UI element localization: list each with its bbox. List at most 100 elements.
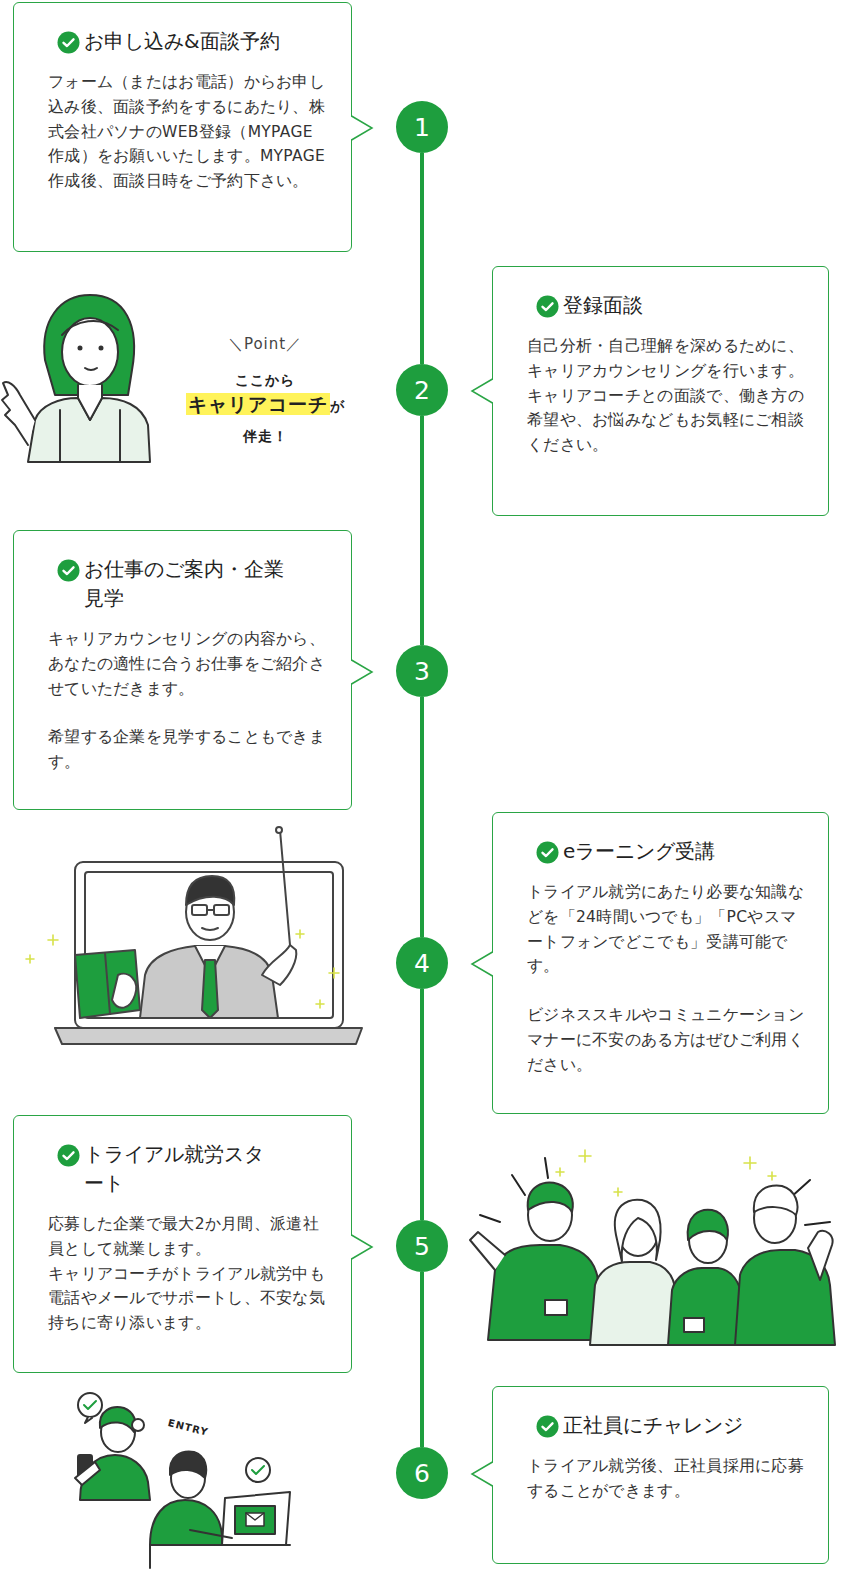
career-coach-figure <box>2 295 150 462</box>
check-icon-circle <box>537 296 559 318</box>
entry-figure <box>75 1393 290 1568</box>
illustration-stroke <box>150 1500 222 1545</box>
illustration-stroke <box>252 1466 264 1474</box>
illustration-stroke <box>112 974 136 1008</box>
bubble-tail-line <box>352 116 373 140</box>
step-heading: お申し込み&面談予約 <box>48 27 329 56</box>
illustration-stroke <box>55 1028 362 1044</box>
step-description: キャリアコーチがトライアル就労中も電話やメールでサポートし、不安な気持ちに寄り添… <box>48 1262 329 1336</box>
entry-label: ENTRY <box>167 1417 210 1438</box>
check-icon <box>57 559 80 582</box>
illustration-stroke <box>132 1419 144 1431</box>
check-icon-circle <box>537 842 559 864</box>
illustration-stroke <box>26 955 34 963</box>
illustration-stroke <box>85 1417 92 1423</box>
illustration-stroke <box>688 1210 728 1240</box>
illustration-stroke <box>246 1513 264 1526</box>
illustration-stroke <box>556 1150 776 1196</box>
check-icon <box>57 31 80 54</box>
check-icon-mark <box>543 303 553 310</box>
callout-label: ここから <box>235 372 295 388</box>
point-callout-line: キャリアコーチが <box>145 392 385 418</box>
illustration-stroke <box>192 905 207 915</box>
illustration-stroke <box>684 1318 704 1332</box>
check-icon-mark <box>64 39 74 46</box>
illustration-stroke <box>100 1407 136 1432</box>
step-box: 登録面談自己分析・自己理解を深めるために、キャリアカウンセリングを行います。キャ… <box>492 266 829 516</box>
check-icon <box>536 295 559 318</box>
step-description: フォーム（またはお電話）からお申し込み後、面談予約をするにあたり、株式会社パソナ… <box>48 70 329 194</box>
timeline-line <box>420 1272 424 1447</box>
bubble-tail-fill <box>350 1235 372 1259</box>
callout-label: 伴走！ <box>243 428 288 444</box>
illustration-stroke <box>84 1401 96 1409</box>
illustration-stroke <box>140 946 278 1018</box>
illustration-stroke <box>28 398 150 462</box>
step-description: 自己分析・自己理解を深めるために、キャリアカウンセリングを行います。 <box>527 334 806 384</box>
illustration-stroke <box>62 321 118 335</box>
callout-label: が <box>330 398 345 414</box>
bubble-tail <box>470 951 494 977</box>
step-number: 6 <box>414 1461 430 1486</box>
entry-label-line: ENTRY <box>166 1411 211 1439</box>
illustration-stroke <box>235 1506 275 1534</box>
step-number-circle: 5 <box>396 1220 448 1272</box>
illustration-stroke <box>150 1545 290 1568</box>
illustration-stroke <box>85 368 97 370</box>
illustration-stroke <box>48 935 58 945</box>
check-icon-mark <box>543 849 553 856</box>
step-heading: トライアル就労スタート <box>48 1140 274 1198</box>
step-description: 応募した企業で最大2か月間、派遣社員として就業します。 <box>48 1212 329 1262</box>
illustration-stroke <box>214 905 229 915</box>
illustration-stroke <box>296 930 304 938</box>
step-description: キャリアカウンセリングの内容から、あなたの適性に合うお仕事をご紹介させていただき… <box>48 627 329 701</box>
check-icon-mark <box>64 1152 74 1159</box>
step-number: 5 <box>414 1234 430 1259</box>
step-number: 1 <box>414 115 430 140</box>
illustration-stroke <box>528 1183 573 1212</box>
check-icon-circle <box>58 32 80 54</box>
step-heading: 正社員にチャレンジ <box>527 1411 806 1440</box>
step-description: 希望する企業を見学することもできます。 <box>48 725 329 775</box>
illustration-stroke <box>276 827 282 833</box>
check-icon-mark <box>543 1423 553 1430</box>
illustration-stroke <box>78 398 102 420</box>
step-number-circle: 6 <box>396 1447 448 1499</box>
bubble-tail <box>350 1234 374 1260</box>
step-box: eラーニング受講トライアル就労にあたり必要な知識などを「24時間いつでも」「PC… <box>492 812 829 1114</box>
illustration-stroke <box>488 1245 600 1340</box>
bubble-tail-fill <box>472 1462 494 1486</box>
timeline-line <box>420 416 424 645</box>
callout-label: ＼Point／ <box>228 335 302 353</box>
point-callout-line: ＼Point／ <box>165 334 365 354</box>
check-icon-circle <box>537 1416 559 1438</box>
bubble-tail-fill <box>472 952 494 976</box>
check-icon <box>536 841 559 864</box>
group-figure <box>470 1150 835 1345</box>
step-heading: eラーニング受講 <box>527 837 806 866</box>
illustration-stroke <box>329 968 339 978</box>
illustration-stroke <box>202 928 218 930</box>
step-box: 正社員にチャレンジトライアル就労後、正社員採用に応募することができます。 <box>492 1386 829 1564</box>
illustration-stroke <box>75 862 343 1028</box>
illustration-stroke <box>100 347 103 350</box>
illustration-stroke <box>105 953 110 1014</box>
illustration-stroke <box>75 950 140 1018</box>
illustration-stroke <box>202 960 218 1018</box>
step-number-circle: 1 <box>396 101 448 153</box>
illustration-stroke <box>79 347 82 350</box>
check-icon-circle <box>58 560 80 582</box>
illustration-stroke <box>262 945 296 985</box>
step-heading: お仕事のご案内・企業見学 <box>48 555 284 613</box>
illustration-stroke <box>62 318 118 386</box>
bubble-tail <box>470 378 494 404</box>
illustration-stroke <box>78 1393 102 1417</box>
bubble-tail-line <box>352 1235 373 1259</box>
elearning-figure <box>26 827 362 1044</box>
illustration-stroke <box>808 1231 833 1280</box>
illustration-stroke <box>207 909 214 911</box>
check-icon-mark <box>64 567 74 574</box>
illustration-stroke <box>170 1452 206 1478</box>
step-box: お申し込み&面談予約フォーム（またはお電話）からお申し込み後、面談予約をするにあ… <box>13 2 352 252</box>
step-description: キャリアコーチとの面談で、働き方の希望や、お悩みなどもお気軽にご相談ください。 <box>527 384 806 458</box>
